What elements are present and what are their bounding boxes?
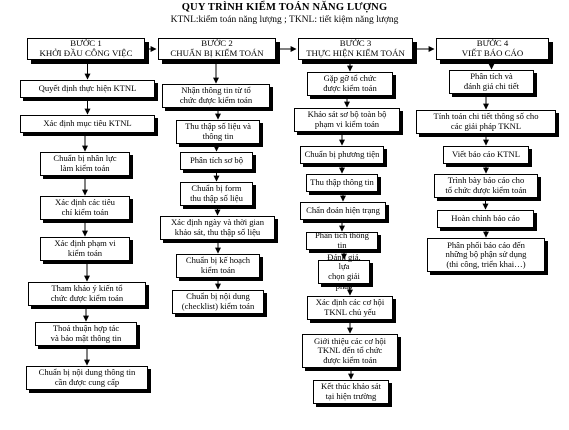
process-step-1-2: Xác định mục tiêu KTNL <box>20 115 155 133</box>
process-step-2-1: Nhận thông tin từ tổ chức được kiểm toán <box>162 84 270 108</box>
process-step-3-2: Khảo sát sơ bộ toàn bộ phạm vi kiểm toán <box>294 108 400 132</box>
process-step-4-3: Viết báo cáo KTNL <box>443 146 529 164</box>
step-header-2: BƯỚC 2 CHUẨN BỊ KIỂM TOÁN <box>158 38 276 60</box>
process-step-3-8: Xác định các cơ hội TKNL chủ yếu <box>307 296 393 320</box>
process-step-4-2: Tính toán chi tiết thông số cho các giải… <box>416 110 556 134</box>
process-step-4-1: Phân tích và đánh giá chi tiết <box>449 70 534 94</box>
process-step-4-5: Hoàn chỉnh báo cáo <box>437 210 534 228</box>
process-step-4-4: Trình bày báo cáo cho tổ chức được kiểm … <box>434 174 538 198</box>
process-step-2-3: Phân tích sơ bộ <box>180 152 253 170</box>
process-step-3-5: Chẩn đoán hiện trạng <box>300 202 386 220</box>
step-header-1: BƯỚC 1 KHỞI ĐẦU CÔNG VIỆC <box>27 38 145 60</box>
process-step-3-3: Chuẩn bị phương tiện <box>300 146 384 164</box>
diagram-title: QUY TRÌNH KIỂM TOÁN NĂNG LƯỢNG <box>181 2 388 13</box>
process-step-1-7: Thoả thuận hợp tác và bảo mật thông tin <box>35 322 137 346</box>
process-step-1-1: Quyết định thực hiện KTNL <box>20 80 155 98</box>
process-step-3-1: Gặp gỡ tổ chức được kiểm toán <box>307 72 393 96</box>
process-step-3-7: Đánh giá, lựa chọn giải pháp <box>318 252 370 290</box>
step-header-3: BƯỚC 3 THỰC HIỆN KIỂM TOÁN <box>298 38 413 60</box>
process-step-1-3: Chuẩn bị nhân lực làm kiểm toán <box>40 152 130 176</box>
process-step-1-6: Tham khảo ý kiến tổ chức được kiểm toán <box>28 282 146 306</box>
process-step-1-5: Xác định phạm vi kiểm toán <box>40 237 130 261</box>
process-step-4-6: Phân phối báo cáo đến những bộ phận sử d… <box>427 238 545 272</box>
diagram-subtitle: KTNL:kiểm toán năng lượng ; TKNL: tiết k… <box>170 15 399 25</box>
process-step-2-2: Thu thập số liệu và thông tin <box>176 120 260 144</box>
process-step-2-7: Chuẩn bị nội dung (checklist) kiểm toán <box>172 290 264 314</box>
process-step-2-4: Chuẩn bị form thu thập số liệu <box>180 182 253 206</box>
process-step-2-5: Xác định ngày và thời gian khảo sát, thu… <box>160 216 275 240</box>
process-step-1-8: Chuẩn bị nội dung thông tin cần được cun… <box>26 366 148 390</box>
step-header-4: BƯỚC 4 VIẾT BÁO CÁO <box>436 38 549 60</box>
process-step-1-4: Xác định các tiêu chí kiểm toán <box>40 196 130 220</box>
process-step-3-6: Phân tích thông tin <box>306 231 378 250</box>
process-step-3-4: Thu thập thông tin <box>306 174 378 192</box>
process-step-3-9: Giới thiệu các cơ hội TKNL đến tổ chức đ… <box>302 334 398 368</box>
process-step-2-6: Chuẩn bị kế hoạch kiểm toán <box>176 254 260 278</box>
process-step-3-10: Kết thúc khảo sát tại hiện trường <box>313 380 389 404</box>
